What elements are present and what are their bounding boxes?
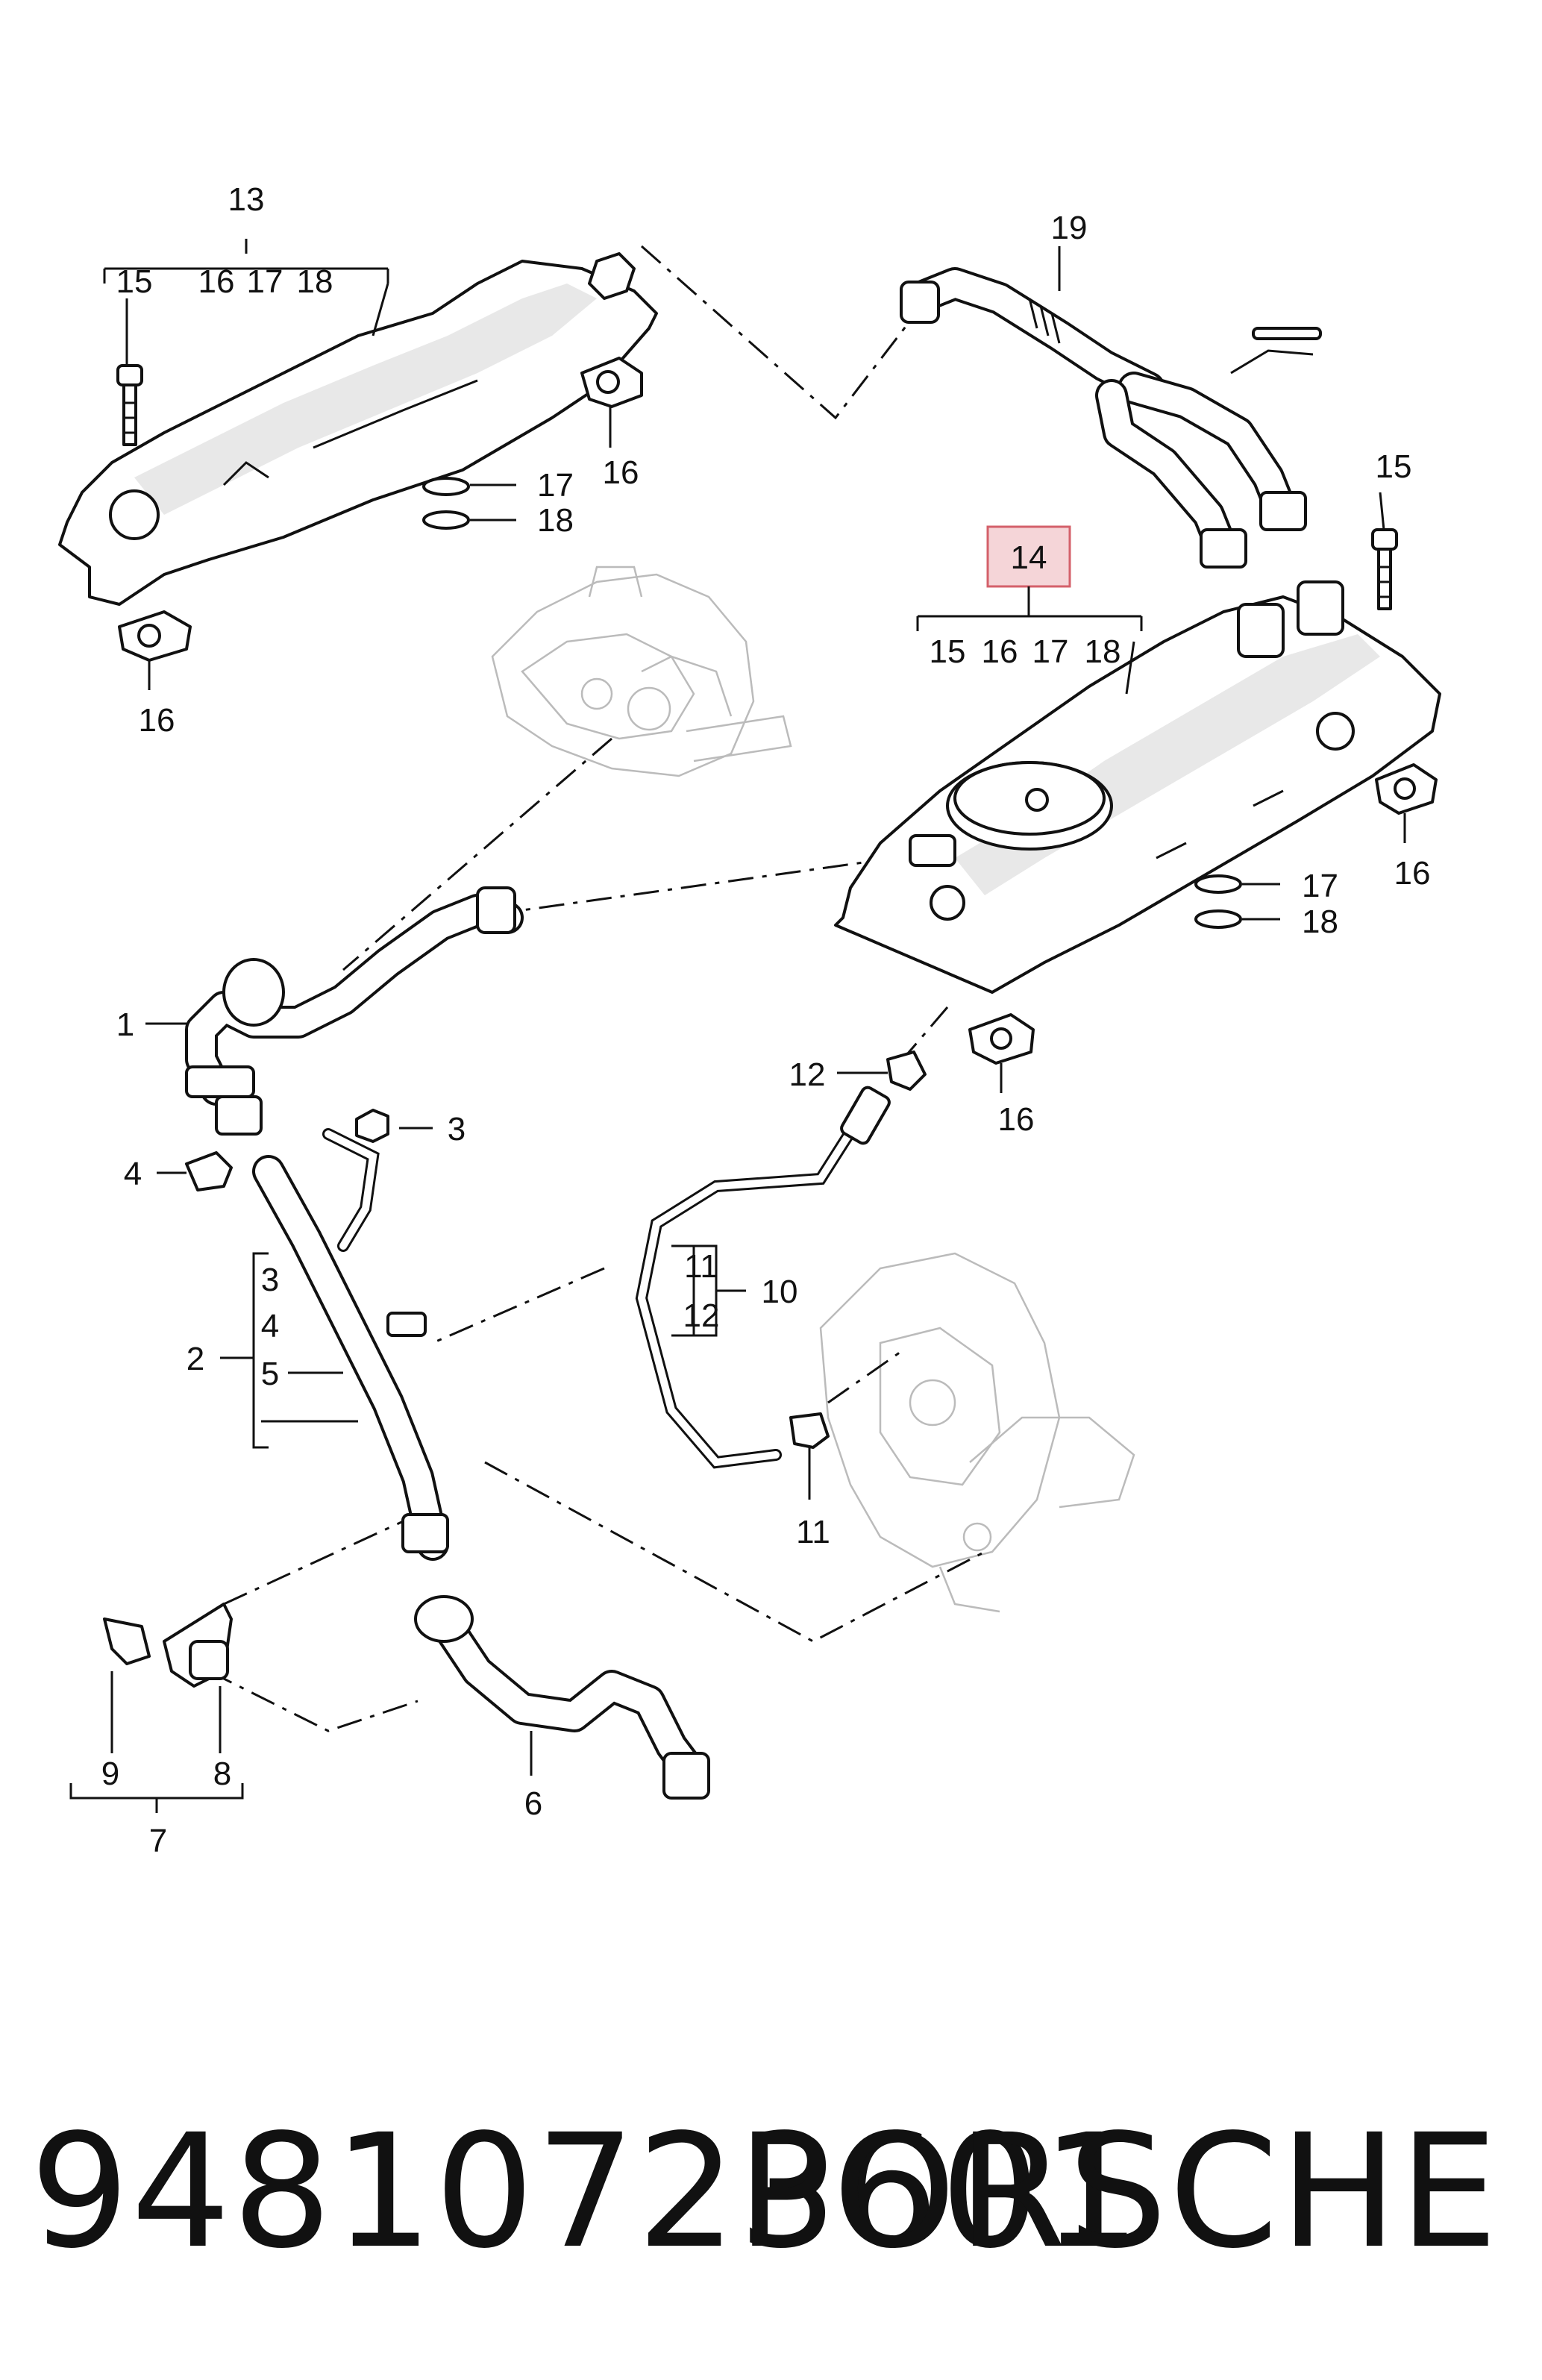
label-17-left: 17 [537, 467, 574, 504]
grommet-16-right [1375, 763, 1438, 815]
label-4: 4 [124, 1156, 142, 1192]
label-9: 9 [101, 1756, 119, 1792]
engine-block-ghost-top [491, 566, 792, 777]
label-2-3: 3 [261, 1262, 279, 1298]
label-14-17: 17 [1032, 633, 1069, 670]
label-16-right: 16 [1394, 855, 1431, 892]
brand-name: PORSCHE [737, 2100, 1499, 2283]
label-6: 6 [524, 1785, 542, 1822]
label-10-11: 11 [684, 1248, 718, 1285]
label-18-right: 18 [1302, 904, 1338, 940]
label-16-mid: 16 [998, 1101, 1035, 1138]
cylinder-head-cover-left [58, 252, 658, 606]
vent-hose-6 [414, 1595, 710, 1800]
bracket-assembly-7 [103, 1603, 233, 1688]
label-3-top: 3 [448, 1111, 466, 1147]
bolt-15-left [116, 364, 143, 446]
label-19: 19 [1051, 210, 1088, 246]
label-13-16: 16 [198, 263, 235, 300]
part-number: 94810723601 [30, 2100, 1143, 2283]
grommet-16-topright [580, 357, 643, 408]
label-15-right: 15 [1376, 448, 1412, 485]
label-10-12: 12 [683, 1297, 720, 1334]
grommet-16-topleft [118, 610, 192, 662]
seal-rings-right [1194, 874, 1242, 929]
label-8: 8 [213, 1756, 231, 1792]
label-14: 14 [1011, 539, 1047, 576]
cylinder-head-cover-right [834, 580, 1441, 994]
label-2-4: 4 [261, 1308, 279, 1344]
label-2-5: 5 [261, 1356, 279, 1392]
label-13-15: 15 [116, 263, 153, 300]
label-13: 13 [228, 181, 265, 218]
seal-rings-left [422, 477, 470, 530]
vent-pipe-10 [635, 1086, 891, 1469]
label-14-18: 18 [1085, 633, 1121, 670]
engine-block-ghost-bottom [819, 1252, 1135, 1613]
label-12: 12 [789, 1056, 826, 1093]
label-2: 2 [187, 1341, 204, 1377]
vent-hose-19 [900, 267, 1322, 569]
clamp-3 [355, 1109, 389, 1143]
clamp-11 [789, 1412, 830, 1449]
label-16-top: 16 [603, 454, 639, 491]
label-13-18: 18 [297, 263, 333, 300]
label-10: 10 [762, 1274, 798, 1310]
clamp-4 [185, 1151, 233, 1191]
vent-hose-2 [252, 1128, 449, 1561]
label-16-topleft: 16 [139, 702, 175, 739]
label-14-15: 15 [930, 633, 966, 670]
label-13-17: 17 [247, 263, 283, 300]
bolt-15-right [1371, 528, 1398, 610]
label-14-16: 16 [982, 633, 1018, 670]
label-18-left: 18 [537, 502, 574, 539]
label-17-right: 17 [1302, 868, 1338, 904]
vent-hose-1 [185, 886, 524, 1136]
label-7: 7 [149, 1823, 167, 1859]
grommet-16-mid [968, 1013, 1035, 1065]
clamp-12 [886, 1050, 927, 1091]
label-11: 11 [796, 1514, 830, 1550]
label-1: 1 [116, 1006, 134, 1043]
